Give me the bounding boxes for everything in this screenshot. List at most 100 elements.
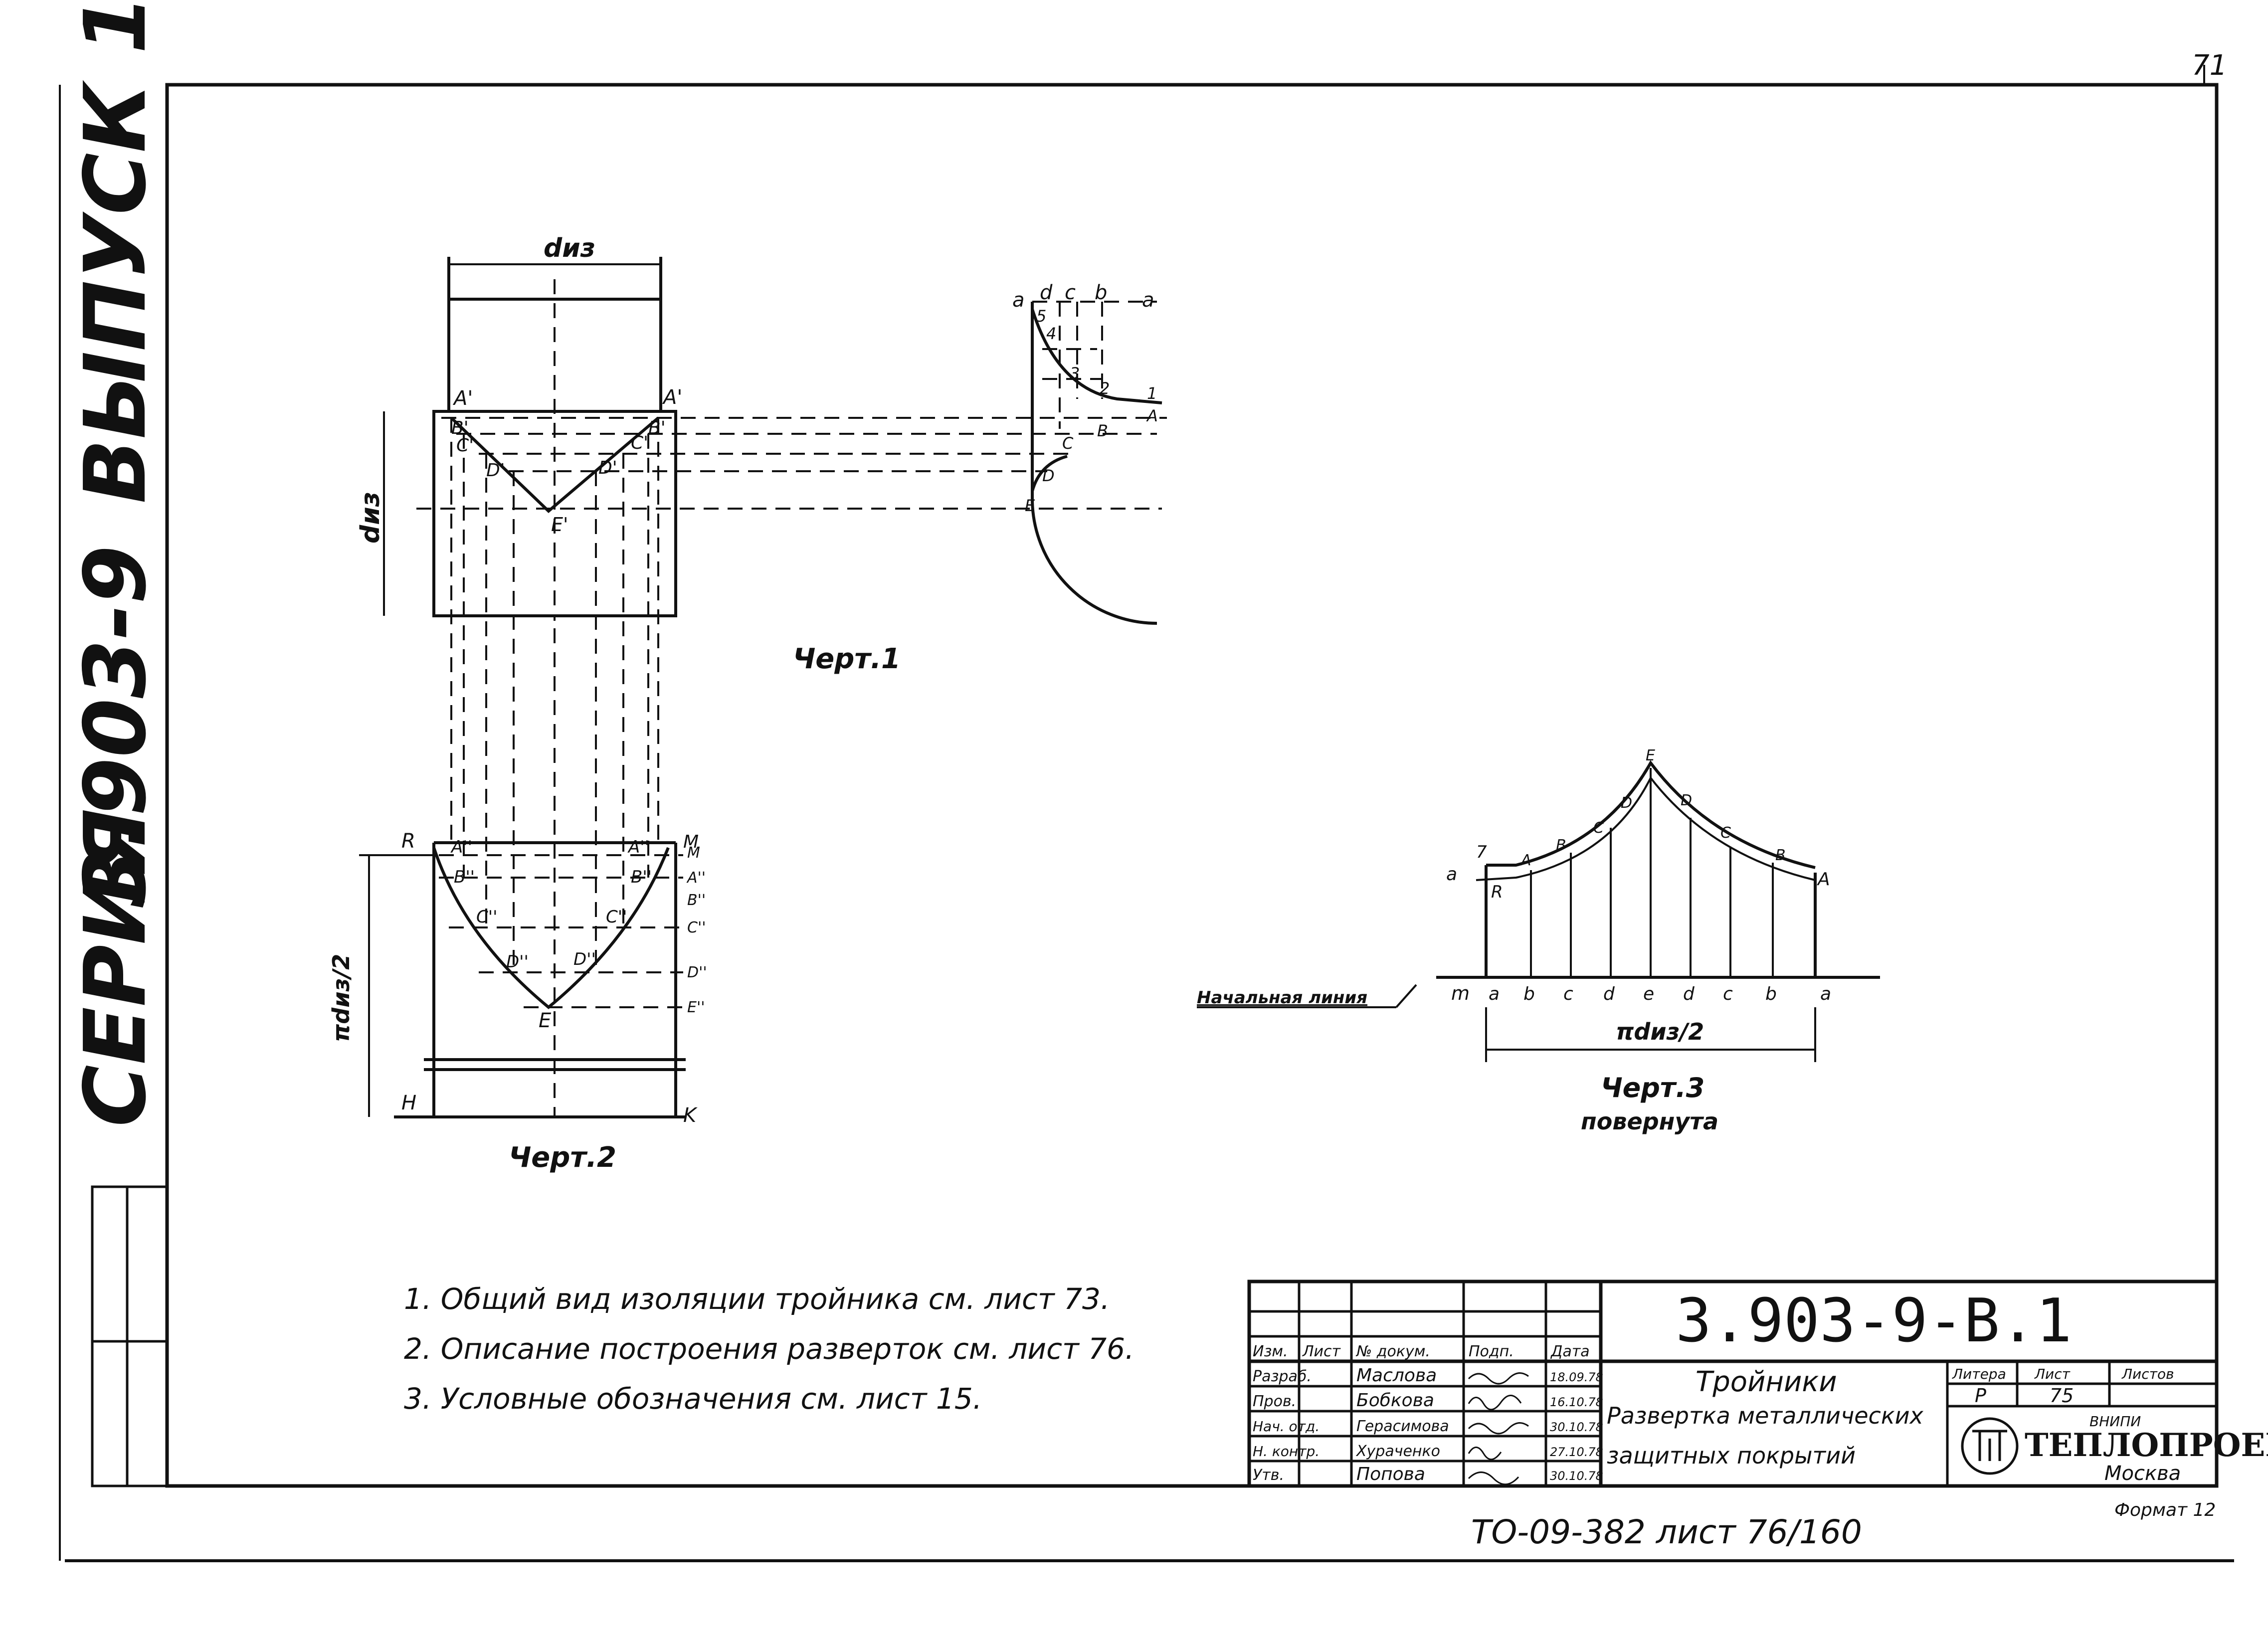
d2-left-d: D'' [506,952,529,972]
title-block-rows: Разраб. Маслова 18.09.78 Пров. Бобкова 1… [1253,1365,1603,1484]
hdr-doc: № докум. [1355,1343,1430,1360]
d3-base-d1: d [1603,984,1615,1004]
d3-base-d2: d [1683,984,1695,1004]
d2-mark-b: B'' [687,892,706,909]
d3-left-a: a [1446,864,1457,885]
arc-num-5: 5 [1036,307,1046,326]
drawing3-caption-rotated: повернута [1581,1108,1718,1135]
row1-date: 18.09.78 [1550,1370,1603,1384]
sheet-format: Формат 12 [2114,1500,2216,1520]
org-city: Москва [2104,1462,2181,1485]
seria-text: СЕРИЯ [66,808,165,1127]
d1-point-c-right: C' [631,433,648,453]
arc-top-b: b [1095,281,1107,304]
d3-base-b1: b [1523,984,1535,1004]
d2-left-c: C'' [476,907,497,927]
d3-top-d: D [1621,794,1632,812]
drawing2-dashed [439,418,683,1117]
row4-role: Н. контр. [1253,1443,1320,1460]
row3-name: Герасимова [1356,1418,1449,1435]
d3-base-a2: a [1820,984,1831,1004]
drawing1-caption: Черт.1 [793,643,901,675]
hdr-date: Дата [1550,1343,1590,1360]
note-2: 2. Описание построения разверток см. лис… [404,1332,1134,1366]
arc-num-3: 3 [1070,364,1080,383]
row3-role: Нач. отд. [1253,1418,1320,1435]
note-3: 3. Условные обозначения см. лист 15. [404,1382,982,1416]
d2-corner-r: R [401,830,415,853]
d3-top-r: R [1491,882,1503,902]
org-logo-icon [1961,1417,2019,1475]
d2-left-b: B'' [454,867,475,887]
arc-top-a2: a [1142,289,1154,312]
d1-dim-top: dиз [544,233,595,263]
row2-role: Пров. [1253,1393,1296,1410]
d2-mark-c: C'' [687,919,706,936]
drawing3-geometry [1197,760,1880,1062]
d3-top-a2: A [1817,869,1830,890]
d1-arc-top-labels: a d c b a 5 4 3 2 1 B C D E A [1012,281,1158,515]
d2-corner-k: K [683,1104,698,1127]
arc-num-1: 1 [1147,384,1157,403]
arc-pt-a: A [1146,406,1158,425]
arc-pt-c: C [1062,434,1074,453]
d3-top-c: C [1593,819,1604,837]
d2-right-d: D'' [573,949,596,969]
arc-top-c: c [1065,281,1076,304]
sheet-frame [59,65,2234,1562]
hdr-sign: Подп. [1469,1343,1514,1360]
d2-dim-label: πdиз/2 [328,954,355,1042]
row5-name: Попова [1356,1464,1425,1484]
litera-label: Литера [1952,1366,2006,1382]
drawing2-geometry [359,841,686,1118]
d3-top-b2: B [1775,847,1786,864]
d1-point-e: E' [551,514,568,536]
arc-top-a1: a [1012,289,1025,312]
title-block-grid [1247,1280,2219,1488]
row2-name: Бобкова [1356,1390,1434,1411]
d2-right-a: A'' [627,837,649,857]
d3-top-e: E [1646,747,1655,764]
d3-dim-label: πdиз/2 [1616,1018,1704,1045]
hdr-list: Лист [1302,1343,1341,1360]
doc-subtitle-1: Развертка металлических [1607,1402,1924,1429]
arc-num-2: 2 [1100,379,1110,398]
arc-pt-e: E [1025,496,1035,515]
d1-dim-left: dиз [356,492,385,544]
doc-reference: ТО-09-382 лист 76/160 [1471,1513,1862,1551]
d3-base-m: m [1451,982,1470,1004]
d2-mark-e: E'' [687,999,705,1016]
doc-code: 3.903-9-В.1 [1676,1286,2072,1356]
sheet-label: Лист [2034,1366,2071,1382]
litera-value: Р [1975,1385,1986,1407]
d3-top-7: 7 [1476,842,1487,862]
d3-top-d2: D [1681,792,1692,809]
row3-date: 30.10.78 [1550,1420,1603,1434]
d2-mark-a: A'' [686,869,706,887]
d2-corner-h: H [401,1092,416,1114]
d3-base-b2: b [1765,984,1777,1004]
d3-base-e: e [1643,984,1654,1004]
d2-bottom-e: E [539,1009,552,1032]
vypusk-text: ВЫПУСК 1 [66,0,165,504]
d1-point-a-right: A' [662,386,682,409]
arc-top-d: d [1040,281,1053,304]
series-side-text: ВЫПУСК 1 3.903-9 СЕРИЯ [66,0,165,1127]
row2-date: 16.10.78 [1550,1395,1603,1409]
note-1: 1. Общий вид изоляции тройника см. лист … [404,1282,1110,1316]
d3-base-c1: c [1563,984,1573,1004]
inventory-stamp [91,1185,169,1487]
doc-subtitle-2: защитных покрытий [1607,1442,1856,1469]
d3-top-a: A [1520,852,1531,869]
seria-number-text: 3.903-9 [66,545,165,908]
d1-point-b-right: B' [648,418,666,438]
row1-role: Разраб. [1253,1368,1312,1385]
d1-point-d: D' [486,460,505,481]
d2-mark-m: M [687,844,700,862]
sheet-value: 75 [2050,1385,2074,1407]
d2-right-c: C'' [606,907,627,927]
corner-mark: 71 [2192,49,2227,82]
row5-role: Утв. [1253,1466,1284,1484]
d3-base-a1: a [1489,984,1500,1004]
